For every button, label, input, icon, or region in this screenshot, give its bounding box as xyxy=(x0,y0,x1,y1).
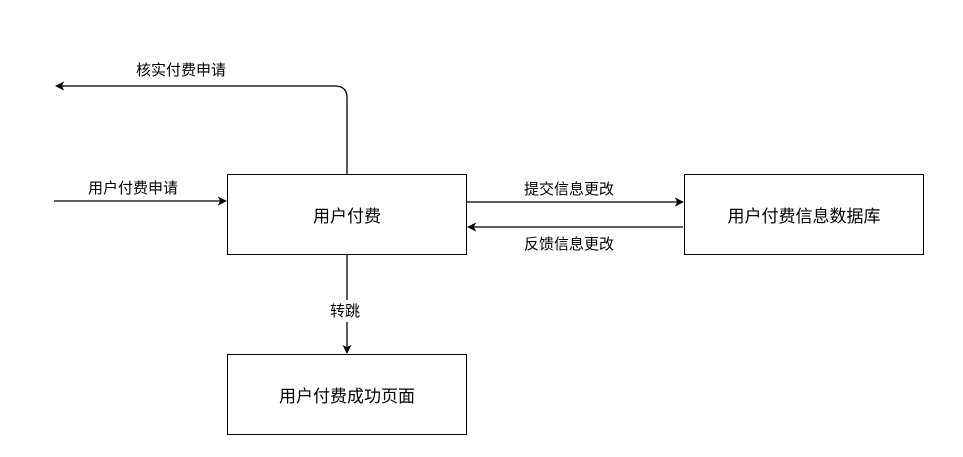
node-payment-database: 用户付费信息数据库 xyxy=(684,174,924,255)
edge-label-submit-change: 提交信息更改 xyxy=(524,180,615,198)
node-user-payment-label: 用户付费 xyxy=(313,207,381,227)
edge-label-verify-request: 核实付费申请 xyxy=(136,61,227,79)
node-payment-database-label: 用户付费信息数据库 xyxy=(727,207,881,227)
node-payment-success-page: 用户付费成功页面 xyxy=(227,354,467,435)
node-payment-success-page-label: 用户付费成功页面 xyxy=(279,387,415,407)
arrow-verify-request xyxy=(55,81,348,174)
edge-label-payment-request: 用户付费申请 xyxy=(88,179,179,197)
edge-label-redirect: 转跳 xyxy=(330,300,361,322)
node-user-payment: 用户付费 xyxy=(227,174,467,255)
edge-label-feedback-change: 反馈信息更改 xyxy=(524,235,615,253)
